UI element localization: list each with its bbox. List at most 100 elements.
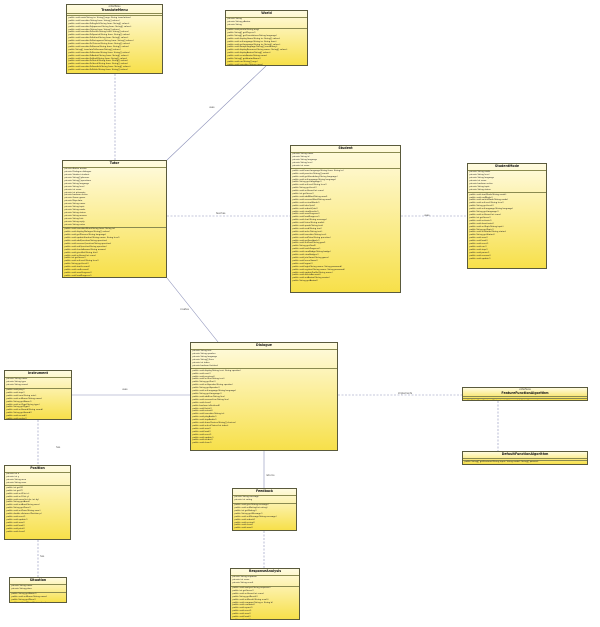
method: public void translate(String from, Strin… <box>68 28 120 31</box>
method: public void close() <box>192 442 212 445</box>
method: public void translateToJapanese(String f… <box>68 25 132 28</box>
method: public void translate(String name) <box>227 63 264 66</box>
methods-section: public void translateMenu(String from, S… <box>63 228 166 277</box>
class-header: Student <box>291 146 400 153</box>
methods-section: public int getX()public int getY()public… <box>5 486 70 534</box>
method: public void getFeedback() <box>292 239 320 242</box>
attribute: private String <box>227 18 242 21</box>
attribute: private String text <box>192 350 212 353</box>
method: public void addLine(String line) <box>192 395 225 398</box>
method: public void translateToPolish(String fro… <box>68 69 128 72</box>
class-name: Position <box>30 466 45 470</box>
method: public void main(String to, String[] arg… <box>68 16 131 19</box>
method: public String[] getFeatures(String input… <box>464 399 539 401</box>
method: public void resume() <box>469 254 491 257</box>
edge-label-instrument-position: has <box>56 446 61 449</box>
method: public String getSpeaker() <box>192 387 220 390</box>
methods-section: public void play()public void stop()publ… <box>5 389 71 420</box>
method: public void setLevel(String level) <box>469 202 504 205</box>
class-name: StudentMode <box>494 164 520 168</box>
method: public void chat(String message) <box>292 219 327 222</box>
method: public void submit() <box>234 518 256 521</box>
attribute: private String speaker <box>192 353 216 356</box>
method: public String getLanguage() <box>292 181 322 184</box>
method: public void pause() <box>469 251 490 254</box>
method: public void setLanguage(String language) <box>469 208 514 211</box>
edge-world-tutor <box>166 65 267 161</box>
method: public void clear() <box>234 524 254 527</box>
attribute: private int rating <box>234 499 253 502</box>
class-name: Student <box>338 146 353 150</box>
method: public void reset() <box>192 433 212 436</box>
method: public void setY(int y) <box>6 495 30 498</box>
attribute: private String status <box>469 188 491 191</box>
attribute: private int x <box>6 473 20 476</box>
method: public int getRating() <box>234 509 257 512</box>
class-name: Situation <box>29 578 47 582</box>
method: public void translateToSwedish(String fr… <box>68 66 131 69</box>
method: public void stop() <box>469 248 488 251</box>
method: public void setLevel(String level) <box>64 260 99 263</box>
method: public void displayDialogue(String[] val… <box>64 231 110 234</box>
method: public void logout() <box>292 262 313 265</box>
attribute: private Map data <box>64 200 83 203</box>
method: public void setName(String name) <box>11 596 48 599</box>
method: public String getResult() <box>232 595 258 598</box>
method: public void viewResults() <box>292 210 319 213</box>
method: public void removeWord(String word) <box>292 198 332 201</box>
method: public void setScore(int score) <box>469 213 502 216</box>
attribute: private String language <box>469 177 495 180</box>
method: public void replay() <box>6 418 27 420</box>
attribute: private String area <box>6 479 27 482</box>
attribute: private int index <box>192 361 210 364</box>
method: public void setTopic(String topic) <box>469 225 504 228</box>
method: public boolean isFinished() <box>192 404 221 407</box>
method: public String getPlace() <box>11 598 36 601</box>
method: public void translateToGreek(String from… <box>68 63 129 66</box>
attribute: private String level <box>292 162 313 165</box>
class-name: TranslateMenu <box>101 7 128 12</box>
method: public String getName() <box>6 400 32 403</box>
method: public void render() <box>192 439 213 442</box>
method: public void save() <box>234 527 253 530</box>
method: public int getScore() <box>469 216 491 219</box>
method: public void read(String text) <box>292 227 322 230</box>
class-name: Dialogue <box>256 343 272 347</box>
attributes-section <box>463 459 587 461</box>
edge-tutor-dialogue <box>166 277 219 343</box>
method: public void addQuestion(String question) <box>64 240 108 243</box>
method: public void startMode(String mode) <box>469 193 507 196</box>
method: public int getX() <box>6 486 24 489</box>
class-name: Tutor <box>109 161 120 165</box>
method: public void move(int dx, int dy) <box>6 498 40 501</box>
method: public void playAudio() <box>192 416 217 419</box>
attribute: private String yAvatar <box>227 21 251 24</box>
method: public void setName(String name) <box>6 397 43 400</box>
method: public void run() <box>469 245 487 248</box>
attribute: private int y <box>6 476 20 479</box>
method: public void translateToRussian(String fr… <box>68 51 130 54</box>
method: public String getLevel() <box>469 205 494 208</box>
method: public void tune(String note) <box>6 394 37 397</box>
method: public void save() <box>192 427 211 430</box>
method: public void deleteAccount() <box>292 274 322 277</box>
method: public void previous() <box>192 375 215 378</box>
class-header: Dialogue <box>191 343 337 350</box>
method: public void checkAnswer(String answer) <box>64 248 107 251</box>
method: public void translateToSpanish(String fr… <box>68 34 131 37</box>
method: public void clear() <box>6 530 26 533</box>
method: public void stop() <box>6 391 25 394</box>
